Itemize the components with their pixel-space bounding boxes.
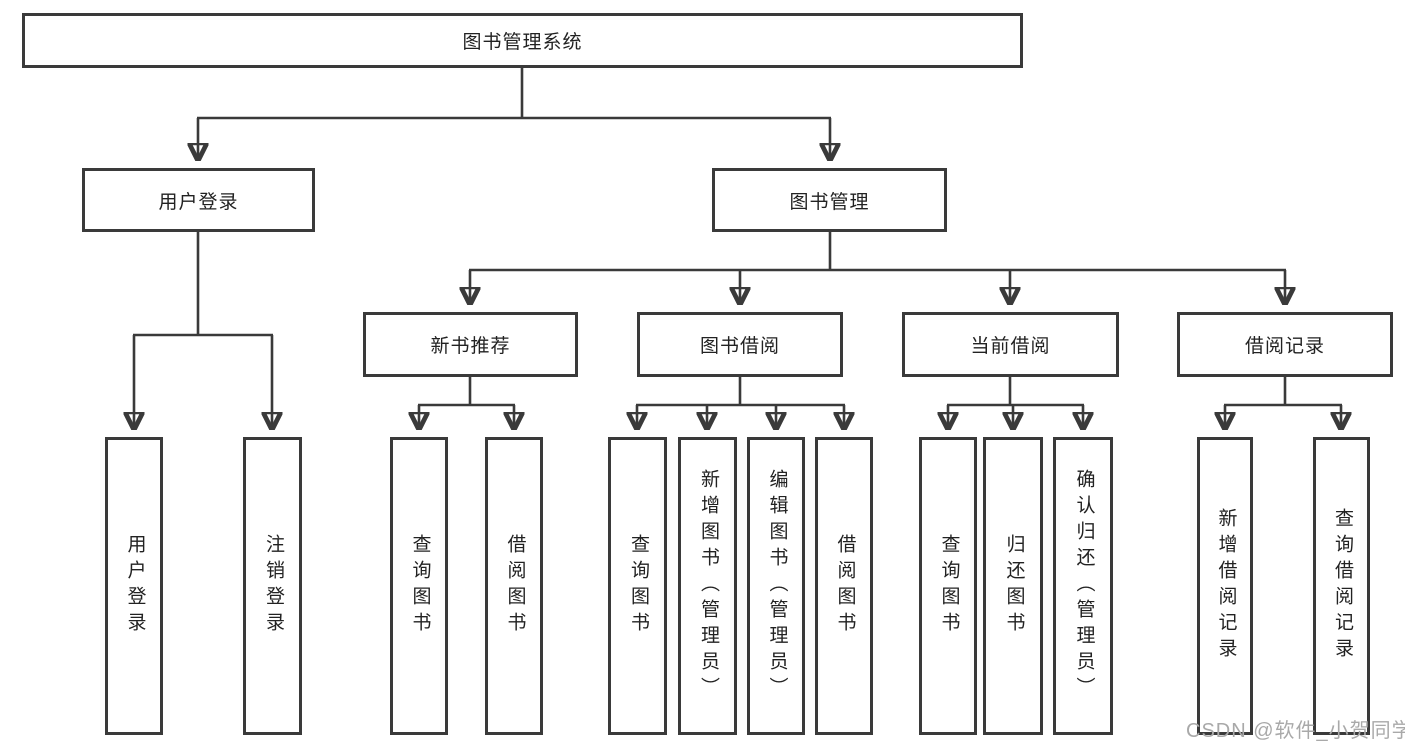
node-book-management-label: 图书管理	[789, 191, 870, 213]
node-root-system: 图书管理系统	[22, 13, 1023, 68]
node-leaf-query-books-1: 查询图书	[390, 437, 448, 735]
node-leaf-edit-book-admin-label: 编辑图书（管理员）	[766, 469, 788, 703]
node-borrowing-records-label: 借阅记录	[1244, 336, 1325, 357]
connector-borrowing-children	[636, 377, 845, 429]
connector-bookmgmt-to-level3	[469, 232, 1286, 304]
node-leaf-add-book-admin-label: 新增图书（管理员）	[697, 469, 719, 703]
node-user-login-branch: 用户登录	[82, 168, 315, 232]
node-book-borrowing-label: 图书借阅	[699, 336, 780, 357]
node-leaf-user-login: 用户登录	[105, 437, 163, 735]
node-leaf-add-borrow-record-label: 新增借阅记录	[1215, 508, 1237, 664]
node-leaf-logout-label: 注销登录	[262, 534, 284, 638]
connector-records-children	[1224, 377, 1342, 429]
node-root-label: 图书管理系统	[462, 32, 583, 53]
node-leaf-query-books-2: 查询图书	[608, 437, 667, 735]
node-leaf-query-books-3: 查询图书	[919, 437, 977, 735]
connector-root-to-level2	[197, 68, 831, 160]
connector-current-children	[947, 377, 1084, 429]
node-leaf-confirm-return-admin-label: 确认归还（管理员）	[1073, 469, 1095, 703]
connector-userlogin-children	[133, 232, 273, 429]
node-new-book-recommend-label: 新书推荐	[430, 336, 511, 357]
node-book-borrowing: 图书借阅	[637, 312, 843, 377]
node-leaf-confirm-return-admin: 确认归还（管理员）	[1053, 437, 1113, 735]
node-leaf-add-book-admin: 新增图书（管理员）	[678, 437, 737, 735]
node-current-borrowing-label: 当前借阅	[970, 336, 1051, 357]
csdn-watermark: CSDN @软件_小贺同学	[1186, 720, 1405, 742]
node-leaf-query-books-2-label: 查询图书	[627, 534, 649, 638]
node-borrowing-records: 借阅记录	[1177, 312, 1393, 377]
node-leaf-edit-book-admin: 编辑图书（管理员）	[747, 437, 805, 735]
node-leaf-query-borrow-record: 查询借阅记录	[1313, 437, 1370, 735]
node-leaf-return-books: 归还图书	[983, 437, 1043, 735]
node-leaf-logout: 注销登录	[243, 437, 302, 735]
node-current-borrowing: 当前借阅	[902, 312, 1119, 377]
node-leaf-query-books-1-label: 查询图书	[409, 534, 431, 638]
node-leaf-query-borrow-record-label: 查询借阅记录	[1331, 508, 1353, 664]
node-leaf-query-books-3-label: 查询图书	[938, 534, 960, 638]
node-user-login-branch-label: 用户登录	[158, 191, 239, 213]
node-book-management: 图书管理	[712, 168, 947, 232]
node-leaf-borrow-books-1-label: 借阅图书	[504, 534, 526, 638]
node-leaf-return-books-label: 归还图书	[1003, 534, 1025, 638]
node-leaf-add-borrow-record: 新增借阅记录	[1197, 437, 1253, 735]
connector-newbooks-children	[418, 377, 515, 429]
node-leaf-borrow-books-2: 借阅图书	[815, 437, 873, 735]
node-leaf-borrow-books-2-label: 借阅图书	[834, 534, 856, 638]
node-new-book-recommend: 新书推荐	[363, 312, 578, 377]
node-leaf-user-login-label: 用户登录	[124, 534, 146, 638]
node-leaf-borrow-books-1: 借阅图书	[485, 437, 543, 735]
